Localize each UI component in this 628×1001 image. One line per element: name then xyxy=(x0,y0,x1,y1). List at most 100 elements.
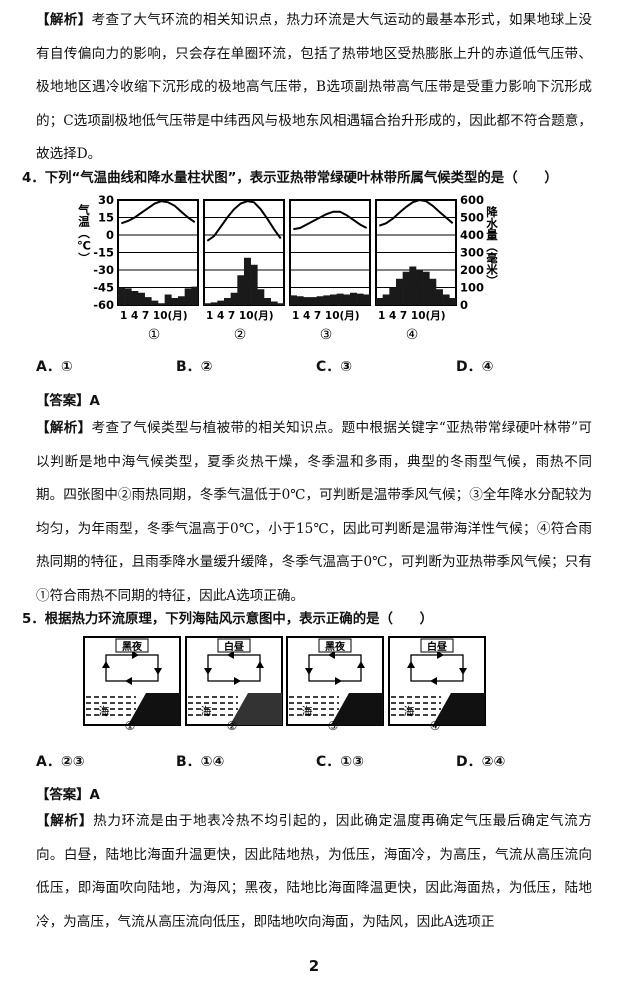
precipitation-bar xyxy=(244,257,251,305)
precipitation-bar xyxy=(442,294,450,305)
chart-label: ③ xyxy=(320,327,333,343)
option-a[interactable]: A．②③ xyxy=(36,754,85,770)
precipitation-bar xyxy=(409,266,417,305)
precipitation-bar xyxy=(330,294,337,305)
sea-label: 海 xyxy=(302,704,313,718)
land-block xyxy=(128,693,180,725)
land-block xyxy=(230,693,282,725)
arrow-head xyxy=(407,661,415,668)
analysis-text: 热力环流是由于地表冷热不均引起的，因此确定温度再确定气压最后确定气流方向。白昼，… xyxy=(36,813,593,930)
option-d[interactable]: D．②④ xyxy=(456,754,506,770)
title-box xyxy=(318,638,352,653)
precipitation-tick-label: 300 xyxy=(460,246,484,260)
land-block xyxy=(433,693,485,725)
arrow-head xyxy=(328,651,335,659)
question-4-options: A．① B．② C．③ D．④ xyxy=(36,356,596,376)
precipitation-bar xyxy=(422,271,430,305)
precipitation-bar xyxy=(131,291,139,305)
climate-chart-panel: 1 4 7 10(月) ③ xyxy=(289,199,371,343)
precipitation-bar xyxy=(436,289,443,305)
precipitation-bar xyxy=(151,300,159,305)
precipitation-bar xyxy=(429,278,437,305)
arrow-head xyxy=(227,651,234,659)
temperature-tick-label: -45 xyxy=(93,281,114,295)
title-box xyxy=(115,638,149,653)
temperature-tick-label: 15 xyxy=(98,211,114,225)
question-5-analysis: 【解析】热力环流是由于地表冷热不均引起的，因此确定温度再确定气压最后确定气流方向… xyxy=(36,805,592,939)
diagram-number: ① xyxy=(125,719,136,733)
precipitation-bar xyxy=(184,288,192,305)
diagram-number: ② xyxy=(227,719,238,733)
arrow-head xyxy=(132,651,139,659)
temperature-tick-label: -15 xyxy=(93,246,114,260)
arrow-head xyxy=(154,668,162,675)
temperature-tick-label: -30 xyxy=(93,263,114,277)
arrow-head xyxy=(305,668,313,675)
x-tick-labels: 1 4 7 10(月) xyxy=(206,310,274,322)
precipitation-bar xyxy=(138,292,145,305)
precipitation-tick-label: 600 xyxy=(460,193,484,207)
option-a[interactable]: A．① xyxy=(36,359,73,375)
option-c[interactable]: C．③ xyxy=(316,359,353,375)
question-5-answer: 【答案】A xyxy=(36,788,100,803)
precipitation-bar xyxy=(118,287,125,305)
precipitation-bar xyxy=(217,300,225,305)
temperature-line xyxy=(206,200,282,242)
precipitation-tick-label: 400 xyxy=(460,228,484,242)
sea-label: 海 xyxy=(99,704,110,718)
temperature-line xyxy=(120,200,196,225)
climate-chart-panel: 1 4 7 10(月)① xyxy=(117,199,199,343)
climate-chart-panel: 1 4 7 10(月)④ xyxy=(375,198,457,343)
climate-chart-panel: 1 4 7 10(月) ② xyxy=(203,199,285,343)
analysis-block-1: 【解析】考查了大气环流的相关知识点，热力环流是大气运动的最基本形式，如果地球上没… xyxy=(36,4,592,172)
temperature-line xyxy=(378,198,454,227)
climate-panels: 1 4 7 10(月)①1 4 7 10(月)②1 4 7 10(月)③1 4 … xyxy=(117,198,457,343)
precipitation-bar xyxy=(382,294,390,305)
land-block xyxy=(331,693,383,725)
precipitation-bar xyxy=(336,293,344,305)
temperature-line xyxy=(293,210,368,231)
question-4-stem: 4．下列“气温曲线和降水量柱状图”，表示亚热带常绿硬叶林带所属气候类型的是（ ） xyxy=(22,171,558,186)
precipitation-bar xyxy=(124,288,132,305)
option-b[interactable]: B．①④ xyxy=(176,754,225,770)
option-b[interactable]: B．② xyxy=(176,359,213,375)
arrow-head xyxy=(357,661,365,668)
precipitation-axis-title: 降水量（毫米） xyxy=(485,205,499,286)
arrow-head xyxy=(459,668,467,675)
arrow-head xyxy=(256,661,264,668)
precipitation-bar xyxy=(323,295,331,305)
precipitation-bar xyxy=(178,296,185,305)
diagram-title: 白昼 xyxy=(427,640,447,653)
precipitation-bar xyxy=(416,270,423,305)
chart-label: ② xyxy=(234,327,247,343)
option-c[interactable]: C．①③ xyxy=(316,754,364,770)
precipitation-bar xyxy=(310,297,317,305)
precipitation-bar xyxy=(191,286,199,305)
precipitation-bar xyxy=(316,296,324,305)
precipitation-bar xyxy=(210,302,218,305)
question-5-stem: 5．根据热力环流原理，下列海陆风示意图中，表示正确的是（ ） xyxy=(22,612,434,627)
question-5-options: A．②③ B．①④ C．①③ D．②④ xyxy=(36,751,596,771)
sea-label: 海 xyxy=(201,704,212,718)
breeze-diagram-panel: 白昼海 ④ xyxy=(388,636,486,733)
option-d[interactable]: D．④ xyxy=(456,359,494,375)
precipitation-bar xyxy=(296,296,304,305)
precipitation-bar xyxy=(164,294,172,305)
temperature-axis-title: 气温（℃） xyxy=(77,203,91,264)
analysis-tag: 【解析】 xyxy=(36,420,92,436)
precipitation-bar xyxy=(402,271,410,305)
precipitation-bar xyxy=(224,298,231,305)
diagram-number: ④ xyxy=(430,719,441,733)
precipitation-bar xyxy=(230,292,238,305)
arrow-head xyxy=(335,677,342,685)
diagram-title: 黑夜 xyxy=(122,640,143,653)
x-tick-labels: 1 4 7 10(月) xyxy=(292,310,360,322)
precipitation-bar xyxy=(449,298,457,305)
sea-label: 海 xyxy=(404,704,415,718)
precipitation-bar xyxy=(290,295,297,305)
diagram-title: 黑夜 xyxy=(325,640,346,653)
